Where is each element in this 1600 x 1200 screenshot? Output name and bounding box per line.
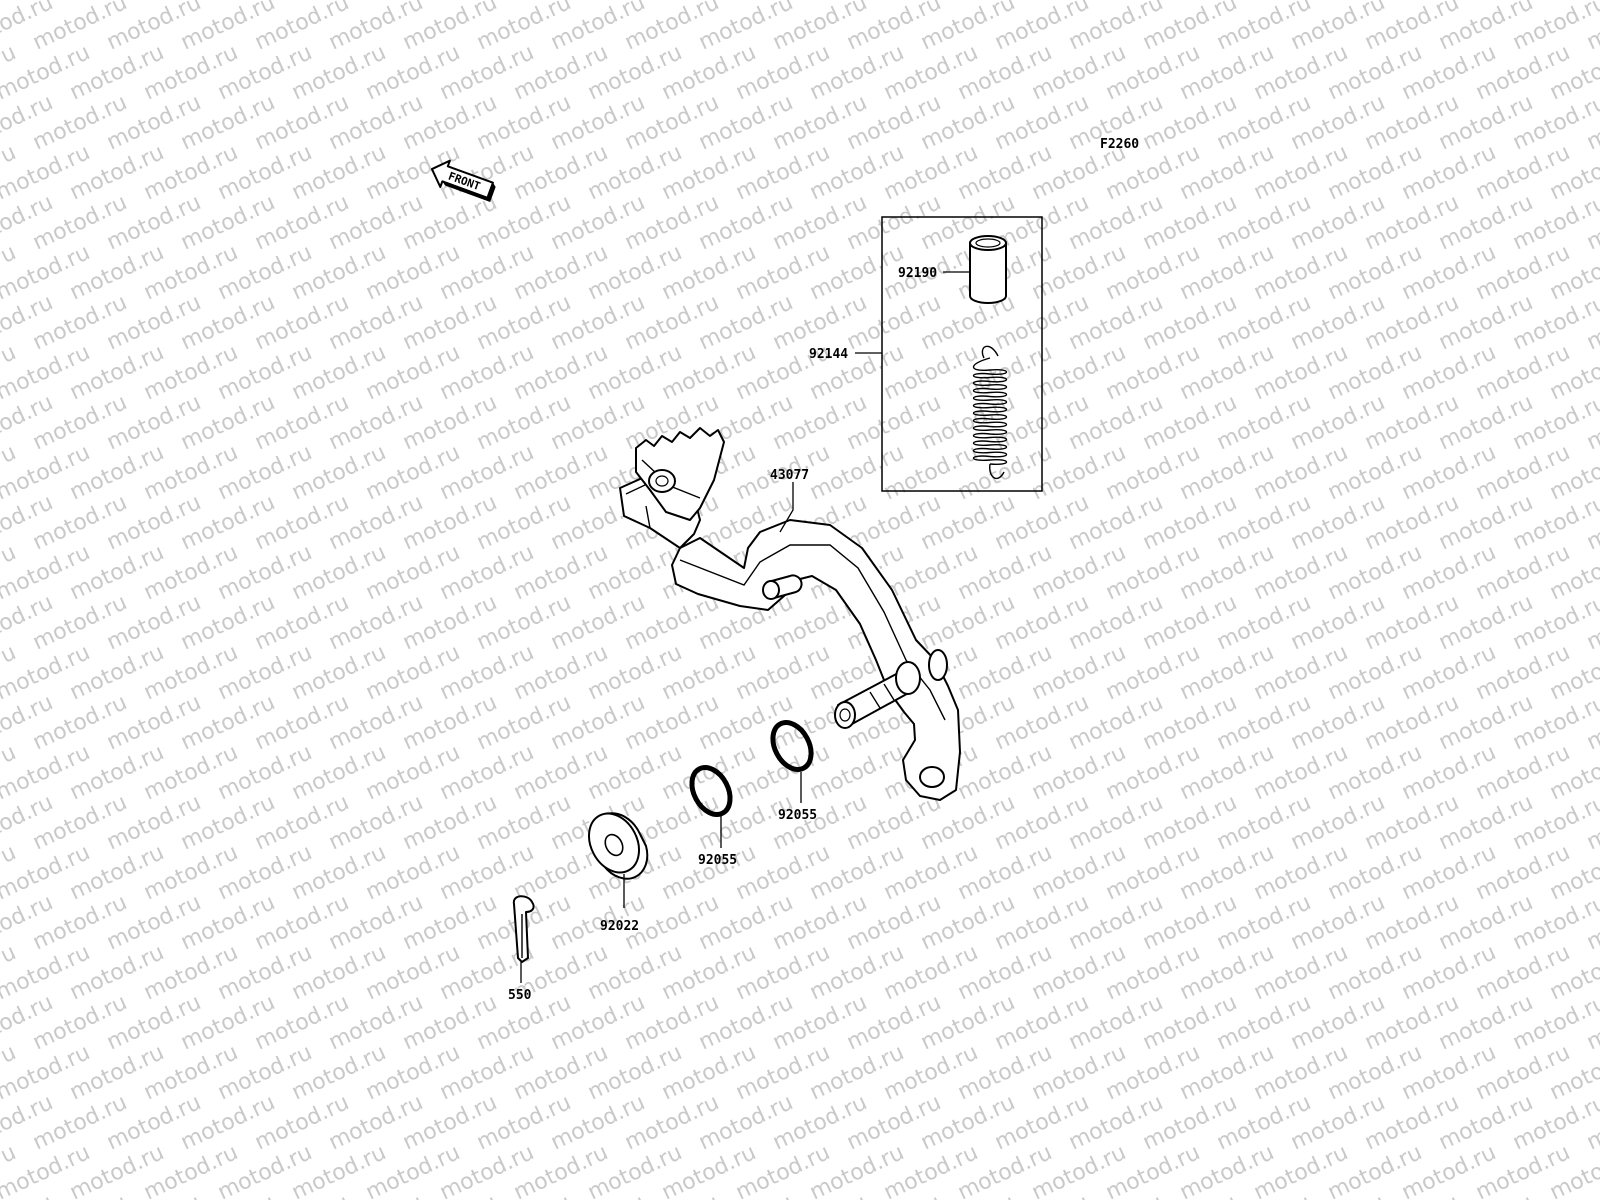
callout-o-ring-lower: 92055: [698, 853, 737, 868]
callout-brake-pedal: 43077: [770, 468, 809, 483]
brake-pedal-leader: [779, 482, 794, 533]
spring-part: [972, 345, 1008, 480]
brake-pedal-part: [619, 427, 961, 801]
callout-washer: 92022: [600, 919, 639, 934]
callout-cotter-pin: 550: [508, 988, 532, 1003]
front-arrow-icon: FRONT: [430, 159, 496, 202]
cotter-pin-part: [512, 895, 535, 963]
spring-kit-box: [881, 216, 1043, 492]
callout-collar: 92190: [898, 266, 937, 281]
callout-o-ring-upper: 92055: [778, 808, 817, 823]
o-ring-lower-part: [689, 765, 733, 817]
washer-part: [588, 812, 649, 880]
callout-spring-kit: 92144: [809, 347, 848, 362]
collar-part: [969, 235, 1007, 304]
o-ring-upper-part: [770, 720, 814, 772]
figure-code: F2260: [1100, 137, 1139, 152]
